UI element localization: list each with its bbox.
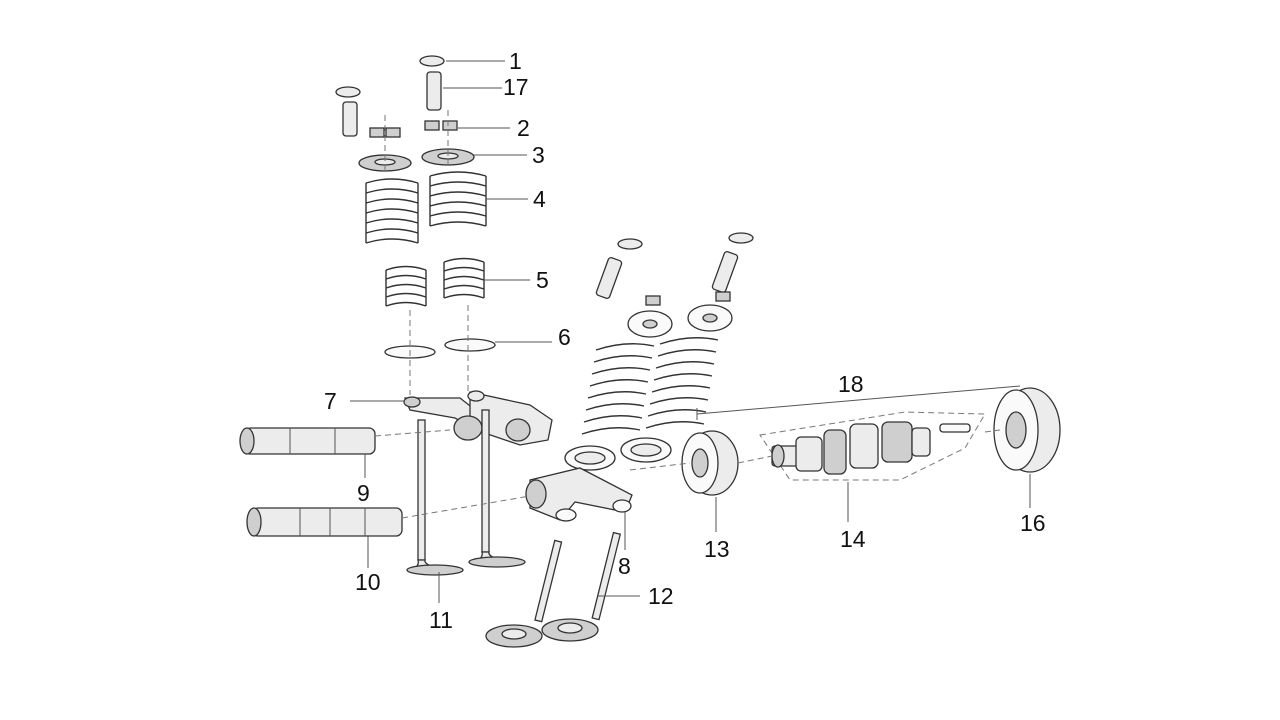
callout-18: 18 — [838, 371, 864, 397]
callout-8: 8 — [618, 553, 631, 579]
callout-6: 6 — [558, 324, 571, 350]
assembly-centerlines — [374, 110, 1001, 519]
callout-11: 11 — [429, 607, 453, 633]
spring-seat-washers — [384, 338, 496, 359]
camshaft — [759, 411, 986, 481]
camshaft-bearing-left — [681, 430, 739, 496]
rocker-shafts — [239, 427, 403, 537]
valve-spring-retainers — [358, 148, 475, 172]
leader-lines — [350, 60, 1031, 603]
left-top-caps — [335, 55, 458, 138]
right-valve-springs — [581, 337, 719, 435]
camshaft-bearing-right — [993, 387, 1061, 473]
callout-3: 3 — [532, 142, 545, 168]
right-top-caps — [595, 232, 754, 306]
right-washers — [564, 437, 672, 471]
right-valves — [485, 531, 622, 648]
callout-10: 10 — [355, 569, 381, 595]
right-rocker-arm — [525, 467, 633, 522]
callout-14: 14 — [840, 526, 866, 552]
callout-16: 16 — [1020, 510, 1046, 536]
left-valves — [406, 409, 526, 576]
callout-9: 9 — [357, 480, 370, 506]
right-retainers — [627, 304, 733, 338]
inner-valve-springs — [385, 257, 485, 307]
callout-1: 1 — [509, 48, 522, 74]
callout-5: 5 — [536, 267, 549, 293]
callout-7: 7 — [324, 388, 337, 414]
callout-17: 17 — [503, 74, 529, 100]
callout-13: 13 — [704, 536, 730, 562]
callout-4: 4 — [533, 186, 546, 212]
callout-12: 12 — [648, 583, 674, 609]
callout-labels: 1 2 3 4 5 6 7 8 9 10 11 12 13 14 16 17 1… — [324, 48, 1046, 633]
callout-2: 2 — [517, 115, 530, 141]
outer-valve-springs — [365, 171, 487, 244]
left-rocker-arms — [403, 390, 553, 446]
